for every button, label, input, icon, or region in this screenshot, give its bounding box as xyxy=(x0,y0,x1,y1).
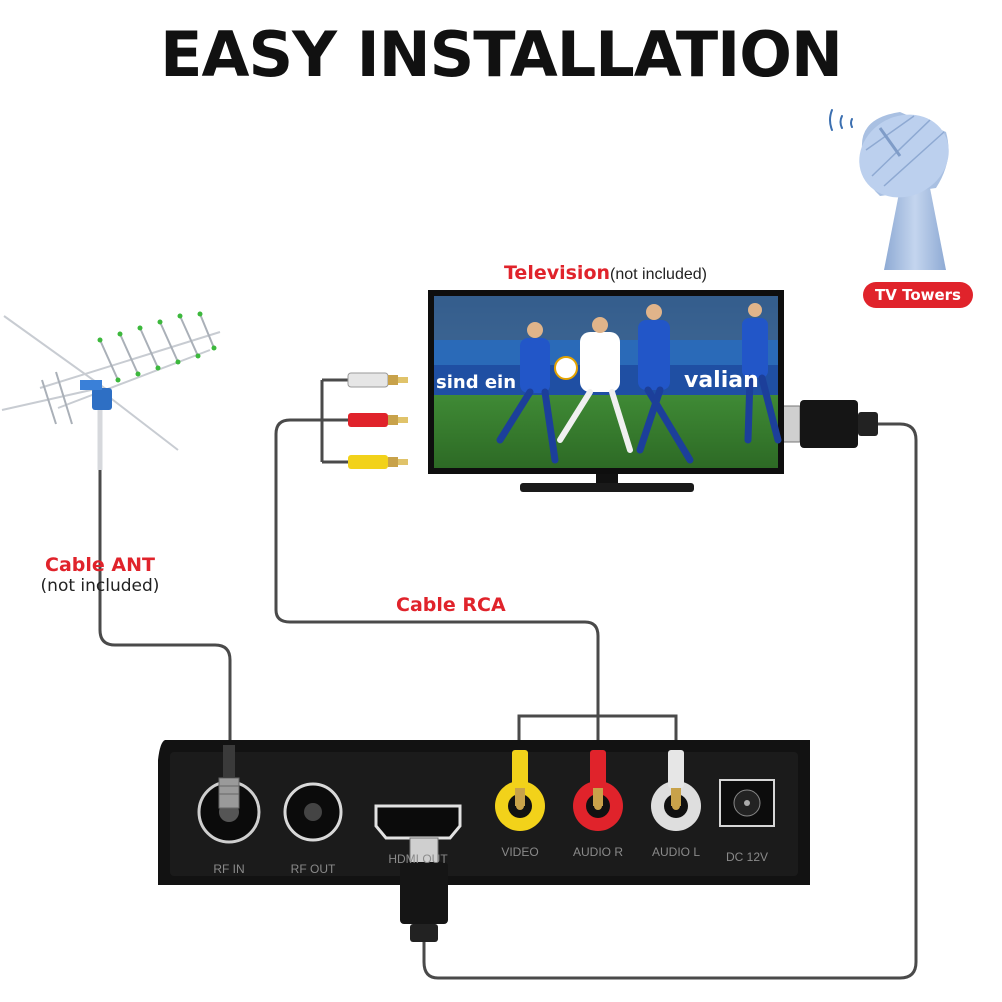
rf-out-port[interactable] xyxy=(283,782,343,842)
tv-ad-text-right: valian xyxy=(684,368,759,393)
rca-plug-yellow-box xyxy=(512,750,528,806)
antenna-cable xyxy=(98,455,232,745)
hdmi-label: HDMI OUT xyxy=(388,852,448,866)
dc-12v-label: DC 12V xyxy=(725,850,769,864)
rca-plug-white xyxy=(347,372,408,388)
page-title: EASY INSTALLATION xyxy=(160,18,843,91)
television-note: (not included) xyxy=(610,266,707,283)
set-top-box xyxy=(158,740,810,885)
dc-power-port[interactable] xyxy=(719,779,775,827)
rca-plug-red-box xyxy=(590,750,606,806)
rf-out-label: RF OUT xyxy=(290,862,336,876)
rca-plug-red xyxy=(348,413,408,427)
audio-r-label: AUDIO R xyxy=(572,845,623,859)
rf-in-label: RF IN xyxy=(213,862,245,876)
video-label: VIDEO xyxy=(501,845,539,859)
television-name: Television xyxy=(504,262,611,284)
rca-cable xyxy=(274,378,678,752)
hdmi-plug-box xyxy=(400,837,448,942)
cable-ant-name: Cable ANT xyxy=(45,554,155,576)
outdoor-antenna-illustration xyxy=(1,311,221,470)
tv-tower-illustration xyxy=(829,109,949,270)
tv-ad-text-left: sind ein xyxy=(436,372,517,393)
tv-towers-badge: TV Towers xyxy=(863,282,973,308)
audio-l-label: AUDIO L xyxy=(651,845,700,859)
rca-plug-yellow xyxy=(348,455,408,469)
hdmi-plug-tv xyxy=(781,400,878,448)
rca-plug-white-box xyxy=(668,750,684,806)
television-label: Television(not included) xyxy=(504,262,707,285)
rf-in-connector xyxy=(218,745,240,809)
hdmi-port[interactable] xyxy=(374,804,462,840)
hdmi-cable xyxy=(422,422,918,980)
cable-rca-label: Cable RCA xyxy=(396,594,506,616)
cable-ant-note: (not included) xyxy=(40,576,160,596)
cable-ant-label: Cable ANT (not included) xyxy=(30,554,170,596)
television xyxy=(428,290,784,492)
